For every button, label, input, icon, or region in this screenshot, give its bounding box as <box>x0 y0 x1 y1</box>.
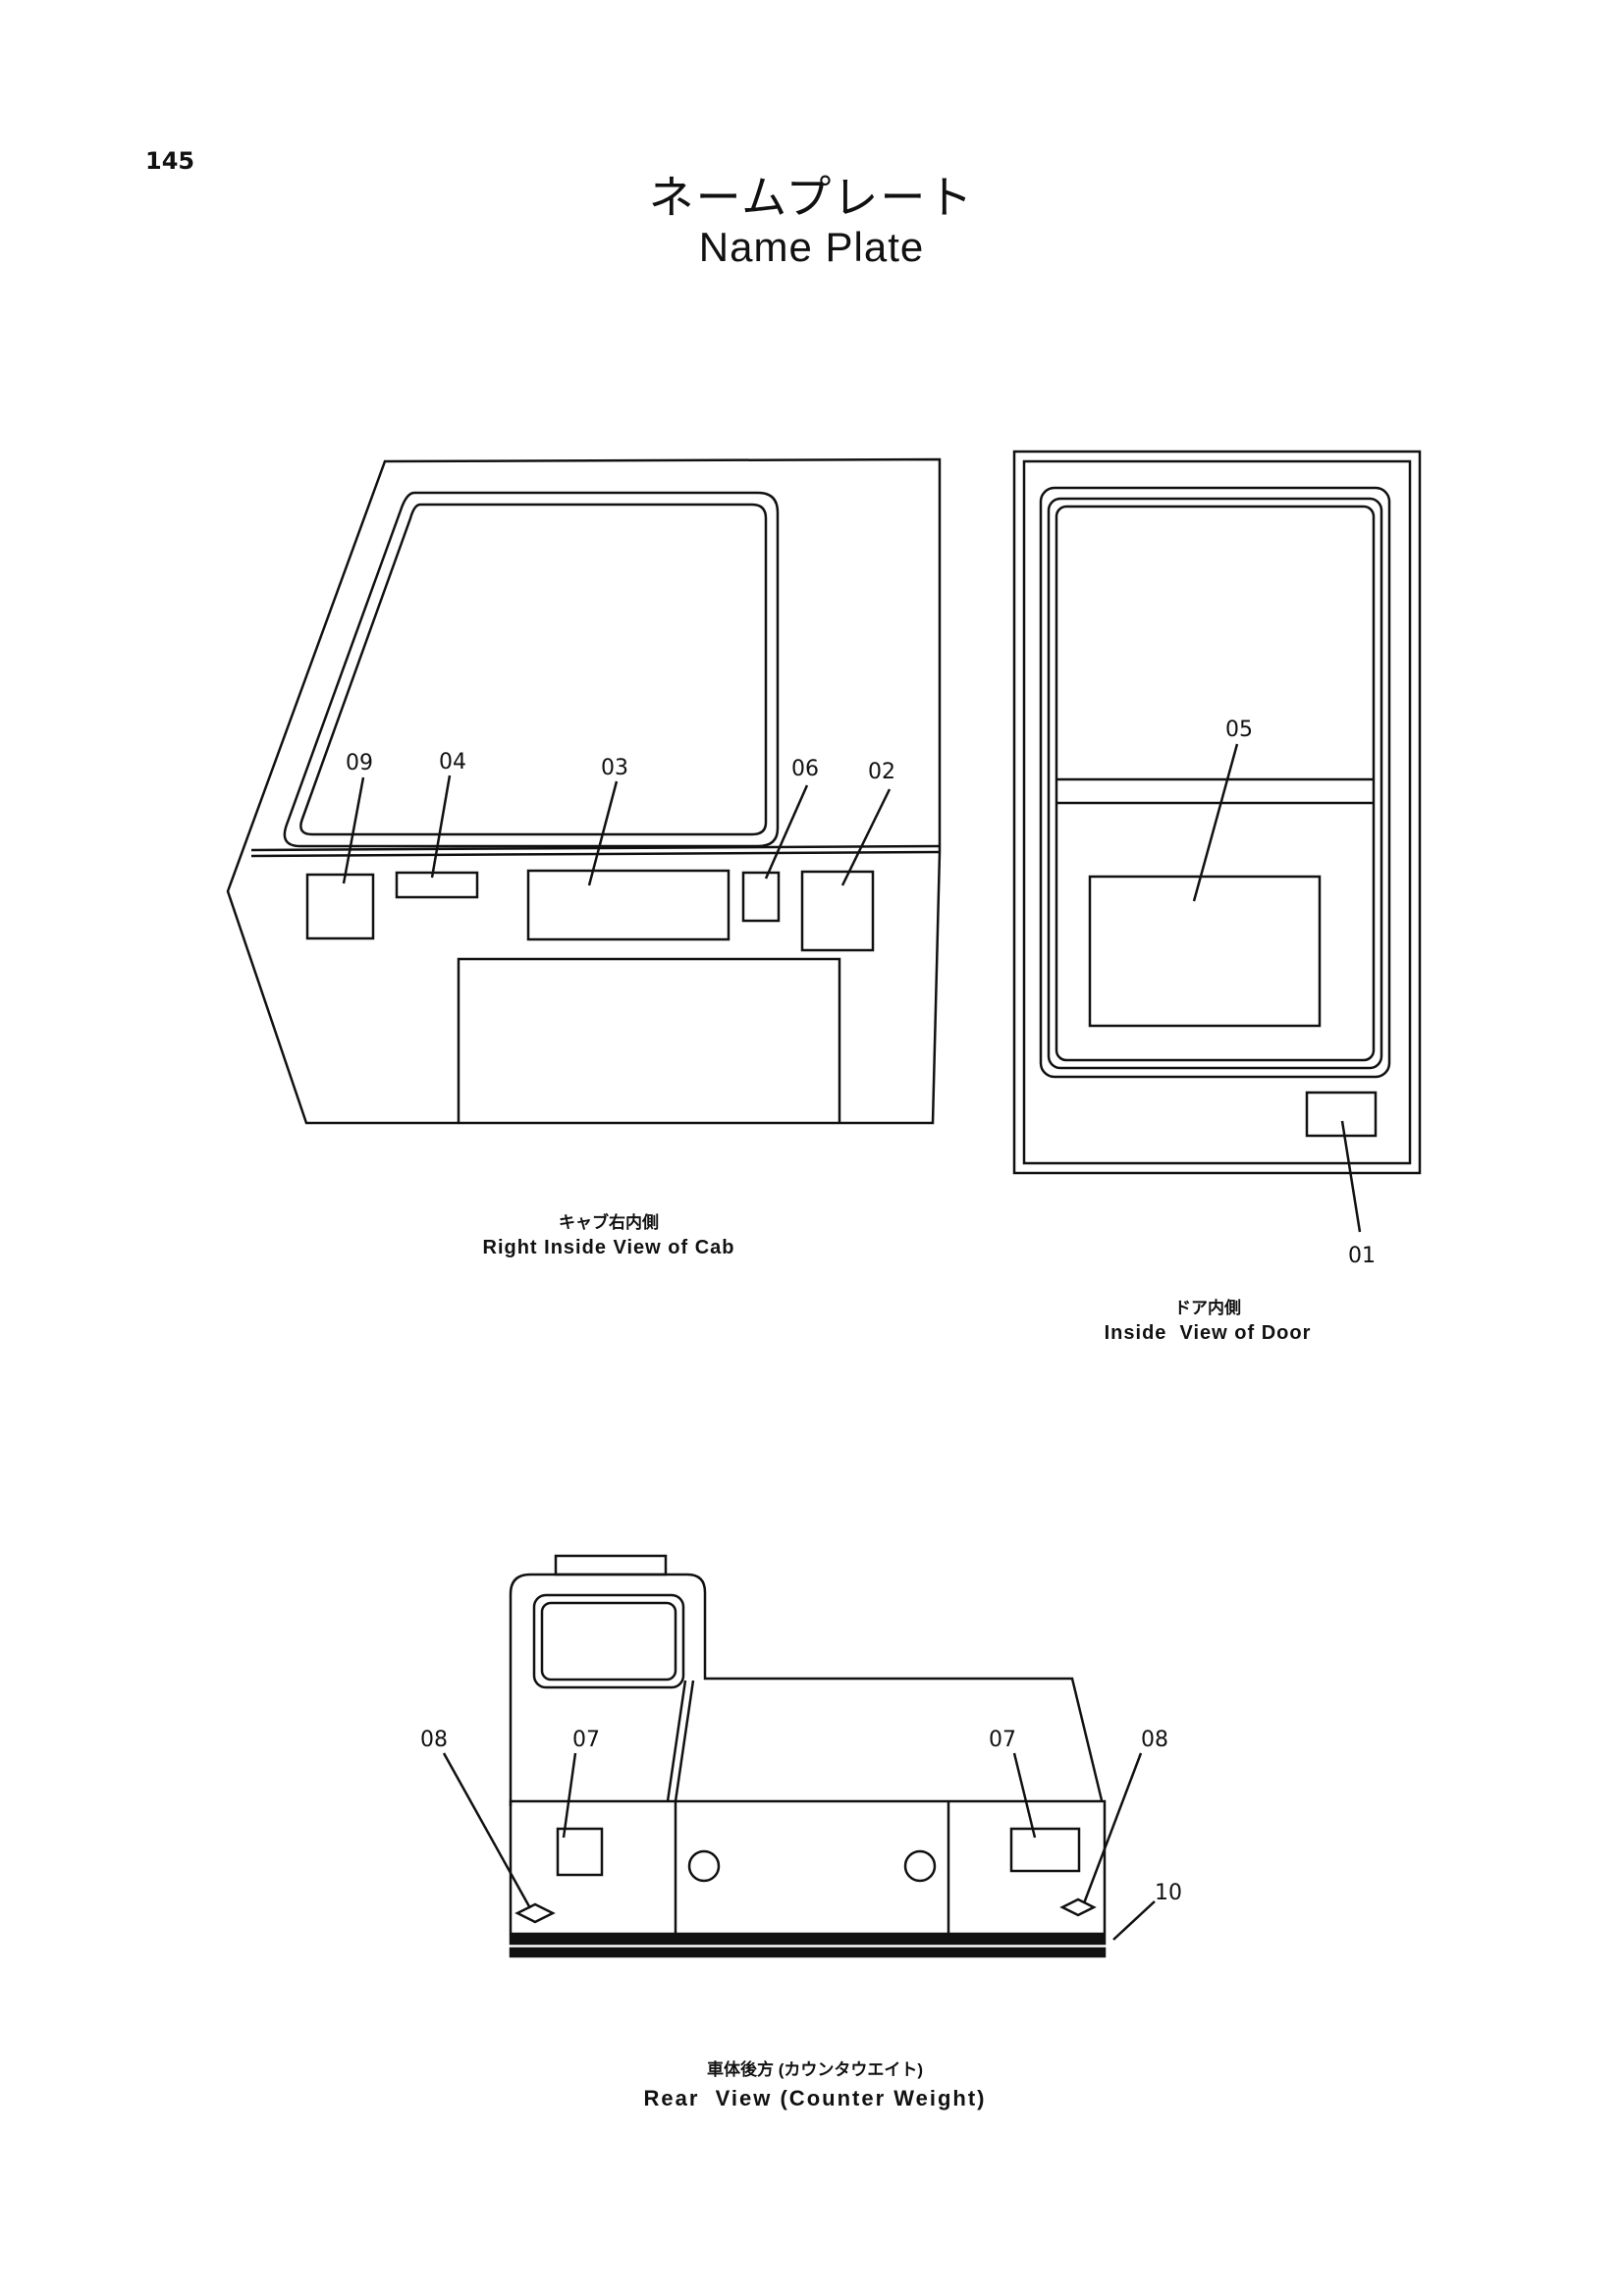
callout-07-right: 07 <box>989 1728 1016 1752</box>
leader-05 <box>1192 743 1239 902</box>
cab-sill-line-2 <box>250 850 941 858</box>
door-frame-inner <box>1022 459 1412 1165</box>
cab-view: 09 04 03 06 02 <box>226 457 942 1125</box>
leader-10 <box>1112 1900 1156 1941</box>
callout-04: 04 <box>439 750 466 774</box>
door-window <box>1047 497 1383 1070</box>
rear-view: 08 07 07 08 10 <box>420 1554 1182 1958</box>
cab-console <box>457 957 841 1123</box>
rear-caption: 車体後方 (カウンタウエイト) Rear View (Counter Weigh… <box>589 2056 1041 2111</box>
callout-05: 05 <box>1225 718 1253 742</box>
door-glass <box>1055 505 1376 1062</box>
callout-03: 03 <box>601 756 628 780</box>
leader-07-left <box>562 1752 577 1839</box>
leader-03 <box>587 780 619 886</box>
leader-04 <box>430 774 452 879</box>
page-number: 145 <box>145 147 195 175</box>
counterweight-body <box>509 1799 1107 1936</box>
plate-04 <box>395 871 479 899</box>
plate-08-left <box>514 1902 556 1924</box>
callout-08-left: 08 <box>420 1728 448 1752</box>
rear-cab-edge-2 <box>674 1680 695 1802</box>
plate-10-stripe <box>509 1934 1107 1946</box>
plate-09 <box>305 873 375 940</box>
rear-caption-english: Rear View (Counter Weight) <box>643 2086 987 2110</box>
rear-cab-outline <box>509 1573 1104 1806</box>
leader-08-left <box>442 1752 532 1909</box>
leader-02 <box>840 788 892 886</box>
cab-sill-line <box>250 844 941 852</box>
rear-cab-edge <box>666 1680 687 1802</box>
plate-06 <box>741 871 781 923</box>
door-panel <box>1039 486 1391 1079</box>
plate-03 <box>526 869 730 941</box>
leader-09 <box>342 776 365 884</box>
cab-caption-english: Right Inside View of Cab <box>482 1237 735 1258</box>
callout-02: 02 <box>868 760 895 784</box>
leader-08-right <box>1082 1752 1143 1904</box>
plate-10-stripe-2 <box>509 1947 1107 1958</box>
rear-caption-japanese: 車体後方 (カウンタウエイト) <box>706 2060 924 2079</box>
rear-cab-window-inner <box>540 1601 677 1682</box>
rear-cab-roof <box>554 1554 668 1576</box>
rear-cab-window <box>532 1593 685 1689</box>
cab-outline <box>226 457 942 1125</box>
cab-window-outer <box>283 491 780 848</box>
door-caption: ドア内側 Inside View of Door <box>1060 1294 1355 1345</box>
callout-10: 10 <box>1155 1881 1182 1905</box>
counterweight-hole-left <box>687 1849 721 1883</box>
door-caption-japanese: ドア内側 <box>1174 1299 1241 1317</box>
plate-07-right <box>1009 1827 1081 1873</box>
plate-08-right <box>1059 1897 1097 1917</box>
plate-07-left <box>556 1827 604 1877</box>
plate-02 <box>800 870 875 952</box>
callout-08-right: 08 <box>1141 1728 1168 1752</box>
leader-07-right <box>1012 1752 1037 1839</box>
plate-01 <box>1305 1091 1378 1138</box>
counterweight-hole-right <box>903 1849 937 1883</box>
callout-09: 09 <box>346 751 373 775</box>
door-frame-outer <box>1012 450 1422 1175</box>
leader-06 <box>764 784 809 880</box>
leader-01 <box>1340 1120 1362 1233</box>
callout-07-left: 07 <box>572 1728 600 1752</box>
door-caption-english: Inside View of Door <box>1104 1322 1312 1344</box>
door-view: 05 01 <box>1012 450 1422 1268</box>
cab-caption: キャブ右内側 Right Inside View of Cab <box>383 1208 835 1259</box>
callout-06: 06 <box>791 757 819 781</box>
plate-05 <box>1088 875 1322 1028</box>
cab-caption-japanese: キャブ右内側 <box>559 1213 659 1232</box>
callout-01: 01 <box>1348 1244 1376 1268</box>
page-title-japanese: ネームプレート <box>648 171 975 224</box>
page-title-english: Name Plate <box>698 224 925 270</box>
cab-window-inner <box>299 503 768 836</box>
